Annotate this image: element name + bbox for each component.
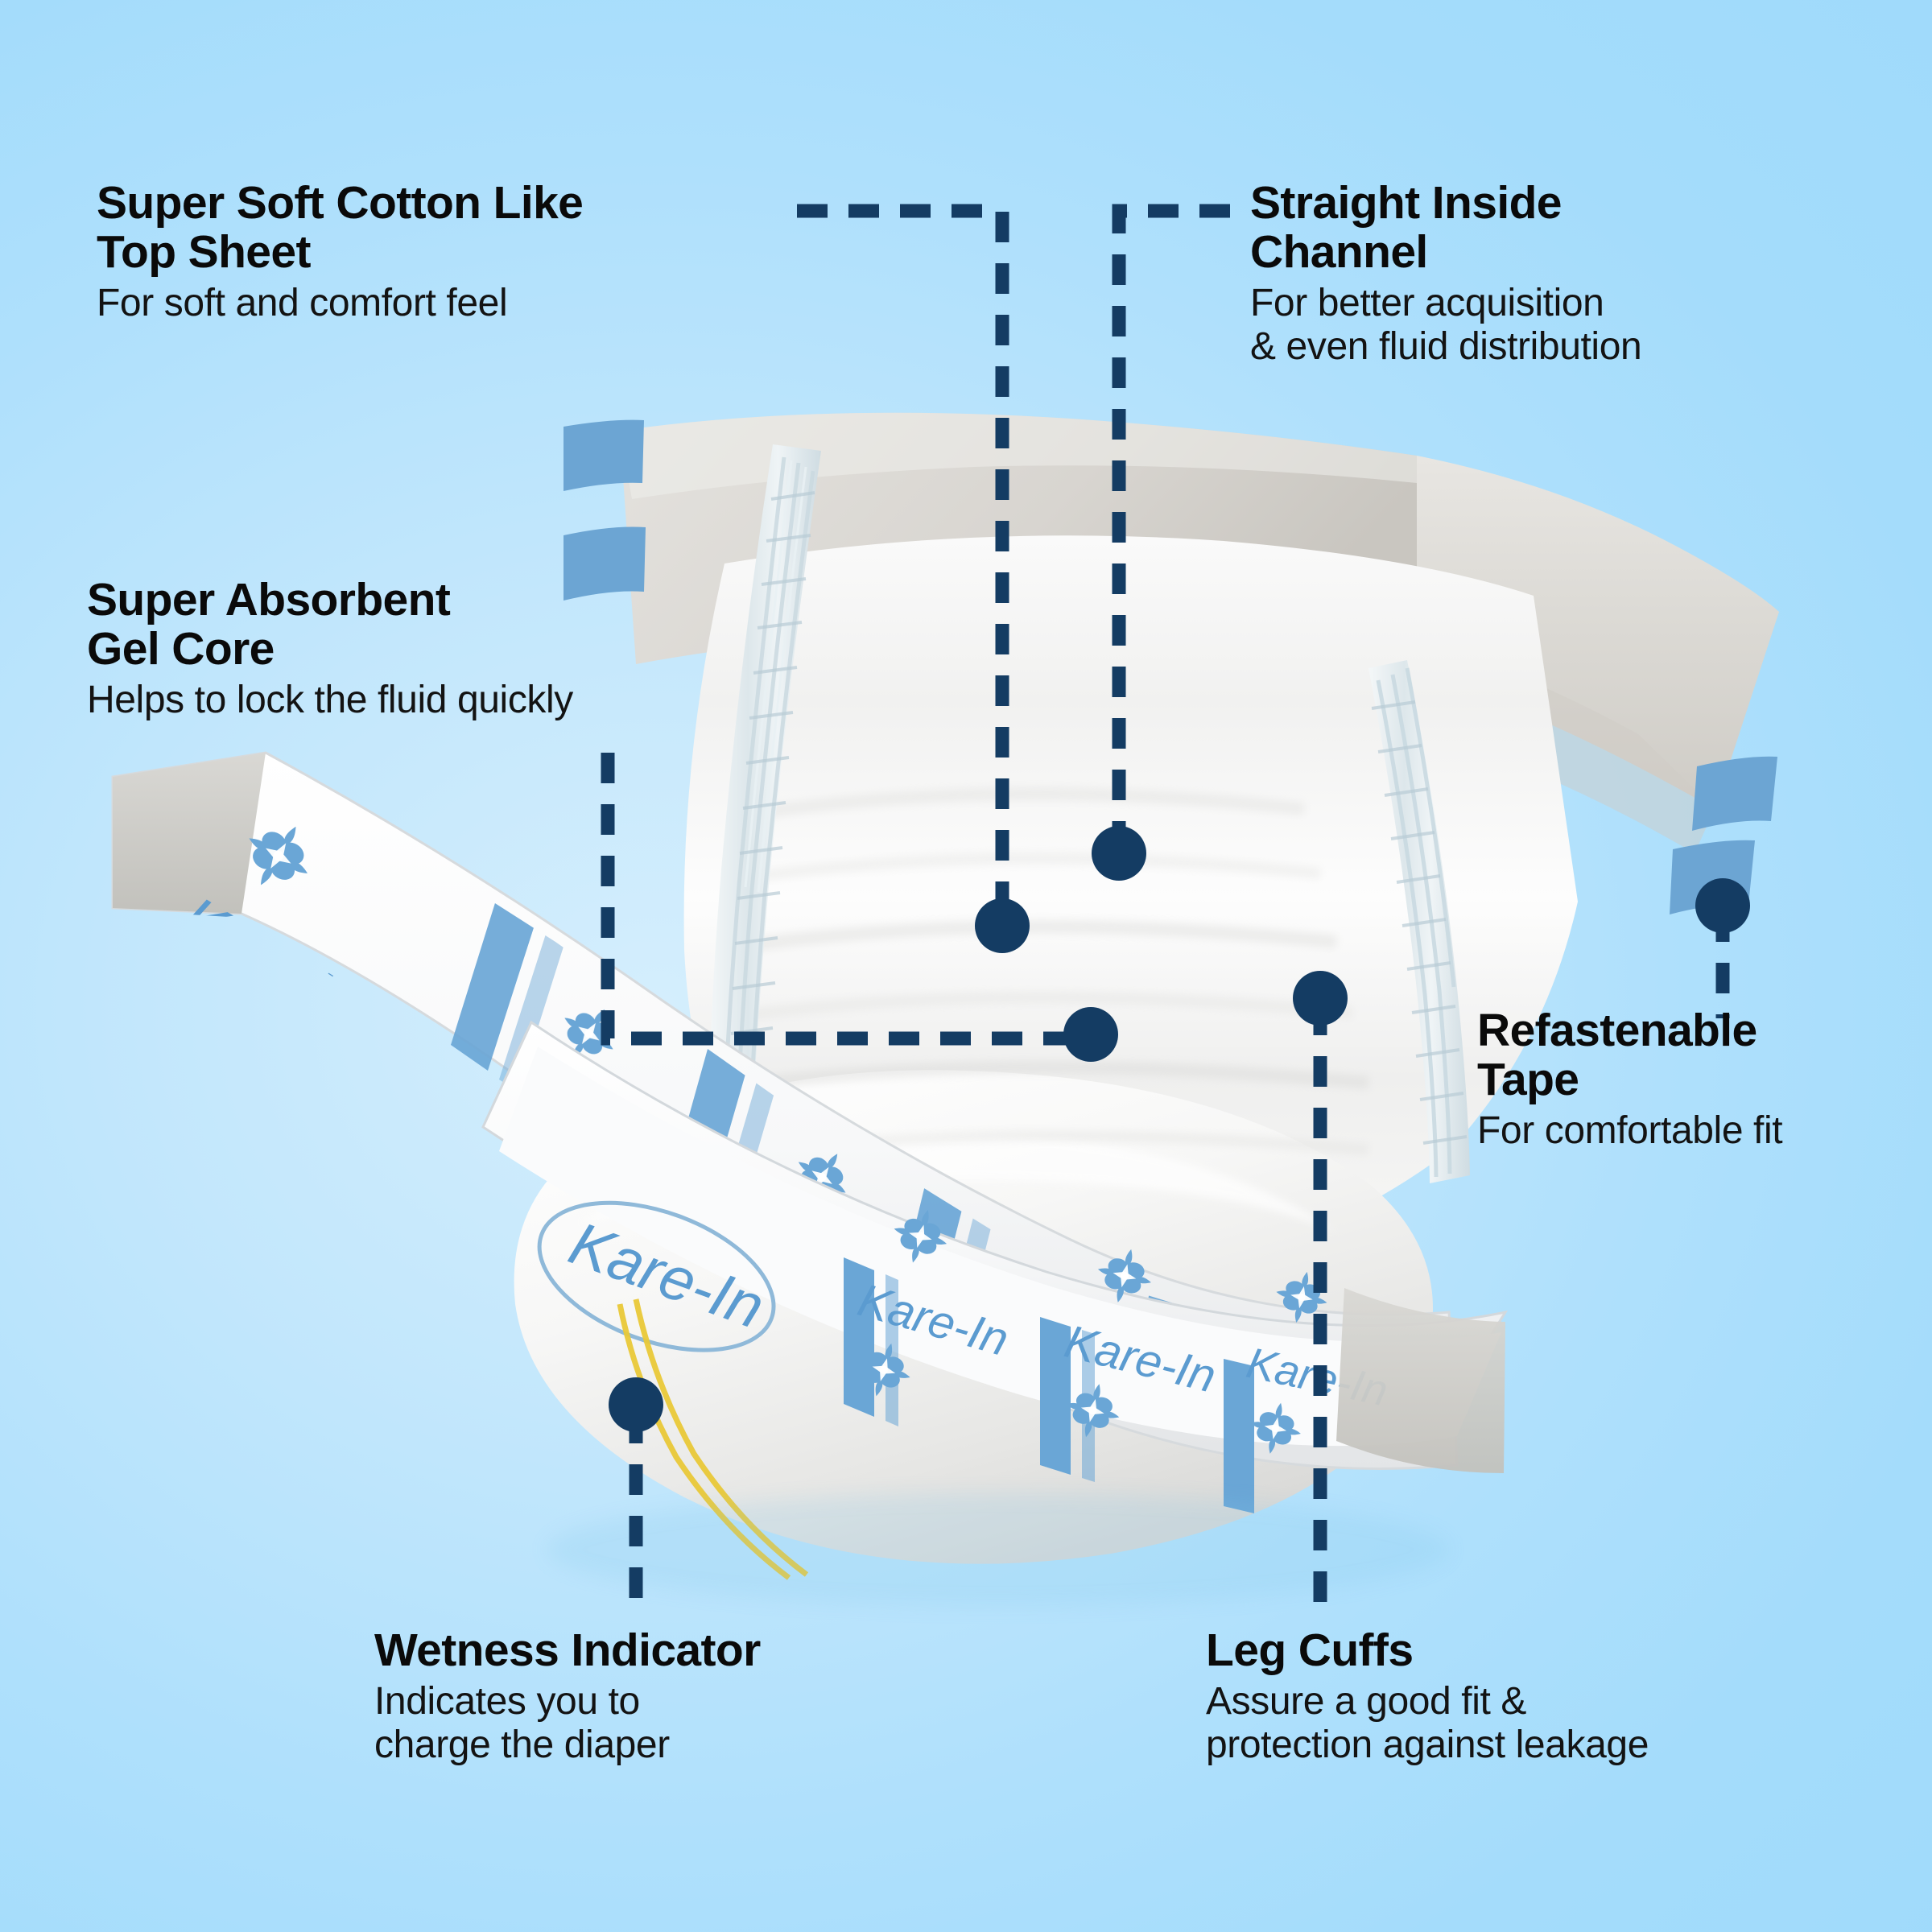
callout-title-wetness: Wetness Indicator <box>374 1624 761 1676</box>
callout-subtitle-leg-cuffs: Assure a good fit & protection against l… <box>1206 1679 1649 1766</box>
callout-wetness-indicator: Wetness Indicator Indicates you to charg… <box>374 1626 890 1766</box>
callout-title-leg-cuffs: Leg Cuffs <box>1206 1624 1414 1676</box>
callout-subtitle-wetness: Indicates you to charge the diaper <box>374 1679 670 1766</box>
callout-title-tape: Refastenable Tape <box>1477 1005 1757 1105</box>
callout-title-top-sheet: Super Soft Cotton Like Top Sheet <box>97 177 584 278</box>
callout-straight-inside-channel: Straight Inside Channel For better acqui… <box>1250 179 1894 368</box>
callout-subtitle-channel: For better acquisition & even fluid dist… <box>1250 281 1642 368</box>
callout-subtitle-top-sheet: For soft and comfort feel <box>97 281 508 324</box>
callout-top-sheet: Super Soft Cotton Like Top Sheet For sof… <box>97 179 757 325</box>
callout-gel-core: Super Absorbent Gel Core Helps to lock t… <box>87 576 811 722</box>
callout-refastenable-tape: Refastenable Tape For comfortable fit <box>1477 1006 1912 1153</box>
callout-leg-cuffs: Leg Cuffs Assure a good fit & protection… <box>1206 1626 1866 1766</box>
callout-subtitle-gel-core: Helps to lock the fluid quickly <box>87 678 573 721</box>
callout-title-gel-core: Super Absorbent Gel Core <box>87 574 451 675</box>
callout-subtitle-tape: For comfortable fit <box>1477 1108 1783 1152</box>
callout-title-channel: Straight Inside Channel <box>1250 177 1562 278</box>
